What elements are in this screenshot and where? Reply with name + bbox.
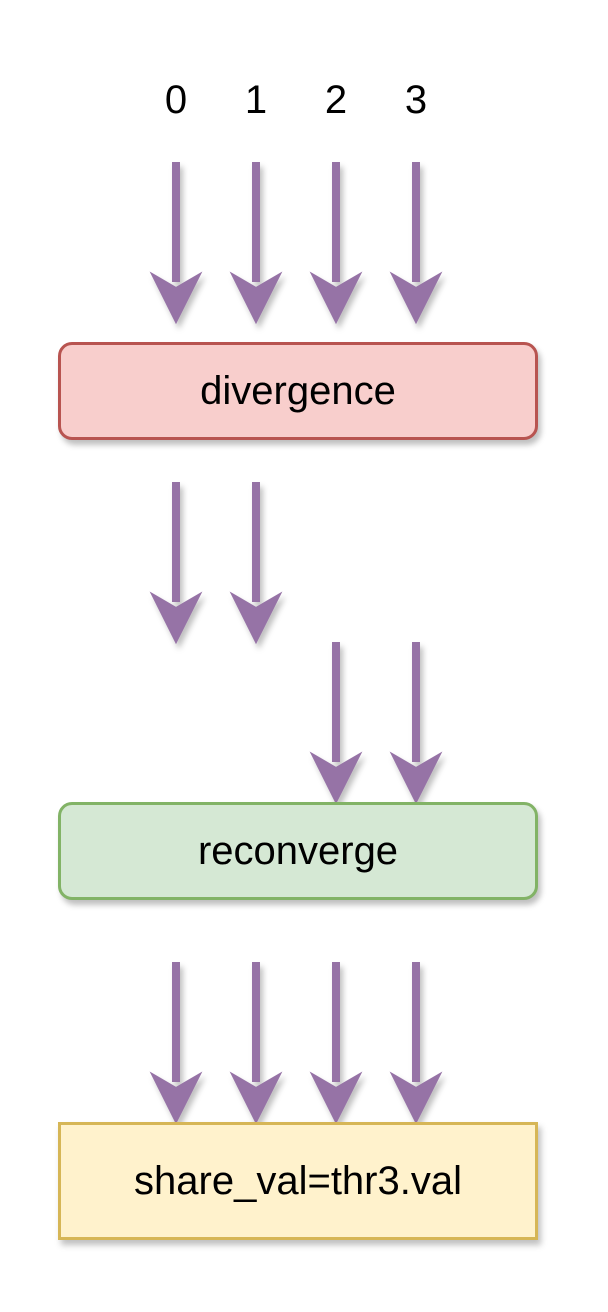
lane-label-0: 0 [164, 78, 188, 122]
arrow-lane-1 [229, 482, 283, 645]
arrow-head [149, 271, 203, 325]
share-box: share_val=thr3.val [58, 1122, 538, 1240]
arrow-lane-3 [389, 962, 443, 1125]
arrow-head [149, 1071, 203, 1125]
arrow-lane-0 [149, 482, 203, 645]
arrow-lane-1 [229, 162, 283, 325]
lane-label-1: 1 [244, 78, 268, 122]
post-reconverge-arrows [149, 962, 443, 1125]
arrow-lane-2 [309, 642, 363, 805]
reconverge-box: reconverge [58, 802, 538, 900]
arrow-lane-3 [389, 642, 443, 805]
arrow-head [229, 271, 283, 325]
arrow-head [309, 1071, 363, 1125]
lane-label-2: 2 [324, 78, 348, 122]
divergence-label: divergence [200, 368, 396, 413]
divergent-path-arrows-a [149, 482, 283, 645]
arrow-head [229, 1071, 283, 1125]
arrow-lane-1 [229, 962, 283, 1125]
arrow-lane-3 [389, 162, 443, 325]
arrow-head [389, 271, 443, 325]
arrow-head [309, 751, 363, 805]
arrow-head [389, 751, 443, 805]
arrow-head [149, 591, 203, 645]
lane-label-3: 3 [404, 78, 428, 122]
arrow-lane-2 [309, 962, 363, 1125]
divergent-path-arrows-b [309, 642, 443, 805]
arrow-head [309, 271, 363, 325]
entry-arrows [149, 162, 443, 325]
divergence-box: divergence [58, 342, 538, 440]
reconverge-label: reconverge [197, 828, 399, 873]
arrow-lane-0 [149, 962, 203, 1125]
arrow-lane-2 [309, 162, 363, 325]
share-label: share_val=thr3.val [134, 1158, 462, 1203]
arrow-lane-0 [149, 162, 203, 325]
arrow-head [389, 1071, 443, 1125]
arrow-head [229, 591, 283, 645]
